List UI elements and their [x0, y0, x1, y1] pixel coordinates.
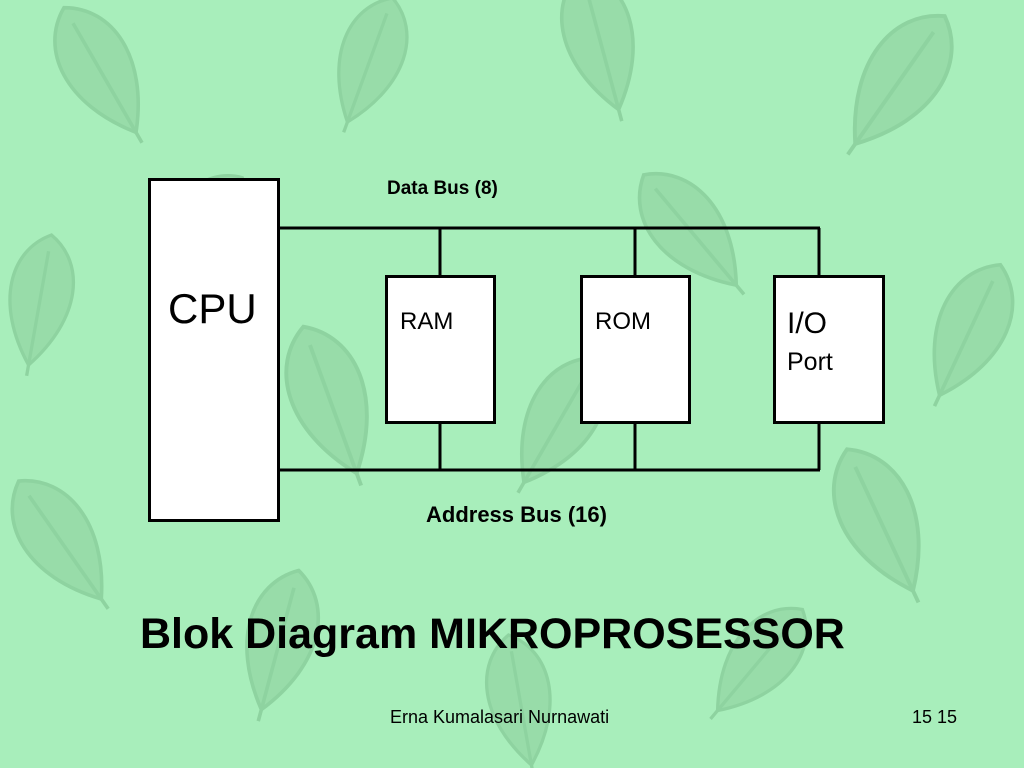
- address-bus-label: Address Bus (16): [426, 502, 607, 527]
- footer-page-number: 15 15: [912, 707, 958, 727]
- cpu-block: CPU: [148, 178, 280, 522]
- rom-label: ROM: [595, 308, 651, 335]
- data-bus-label: Data Bus (8): [387, 178, 498, 199]
- port-label: Port: [787, 348, 833, 376]
- io-port-block: I/O Port: [773, 275, 885, 424]
- ram-label: RAM: [400, 308, 454, 335]
- ram-block: RAM: [385, 275, 496, 424]
- io-label: I/O: [787, 307, 828, 340]
- footer-author: Erna Kumalasari Nurnawati: [390, 707, 610, 727]
- rom-block: ROM: [580, 275, 691, 424]
- slide-title: Blok Diagram MIKROPROSESSOR: [140, 610, 845, 658]
- cpu-label: CPU: [168, 285, 257, 332]
